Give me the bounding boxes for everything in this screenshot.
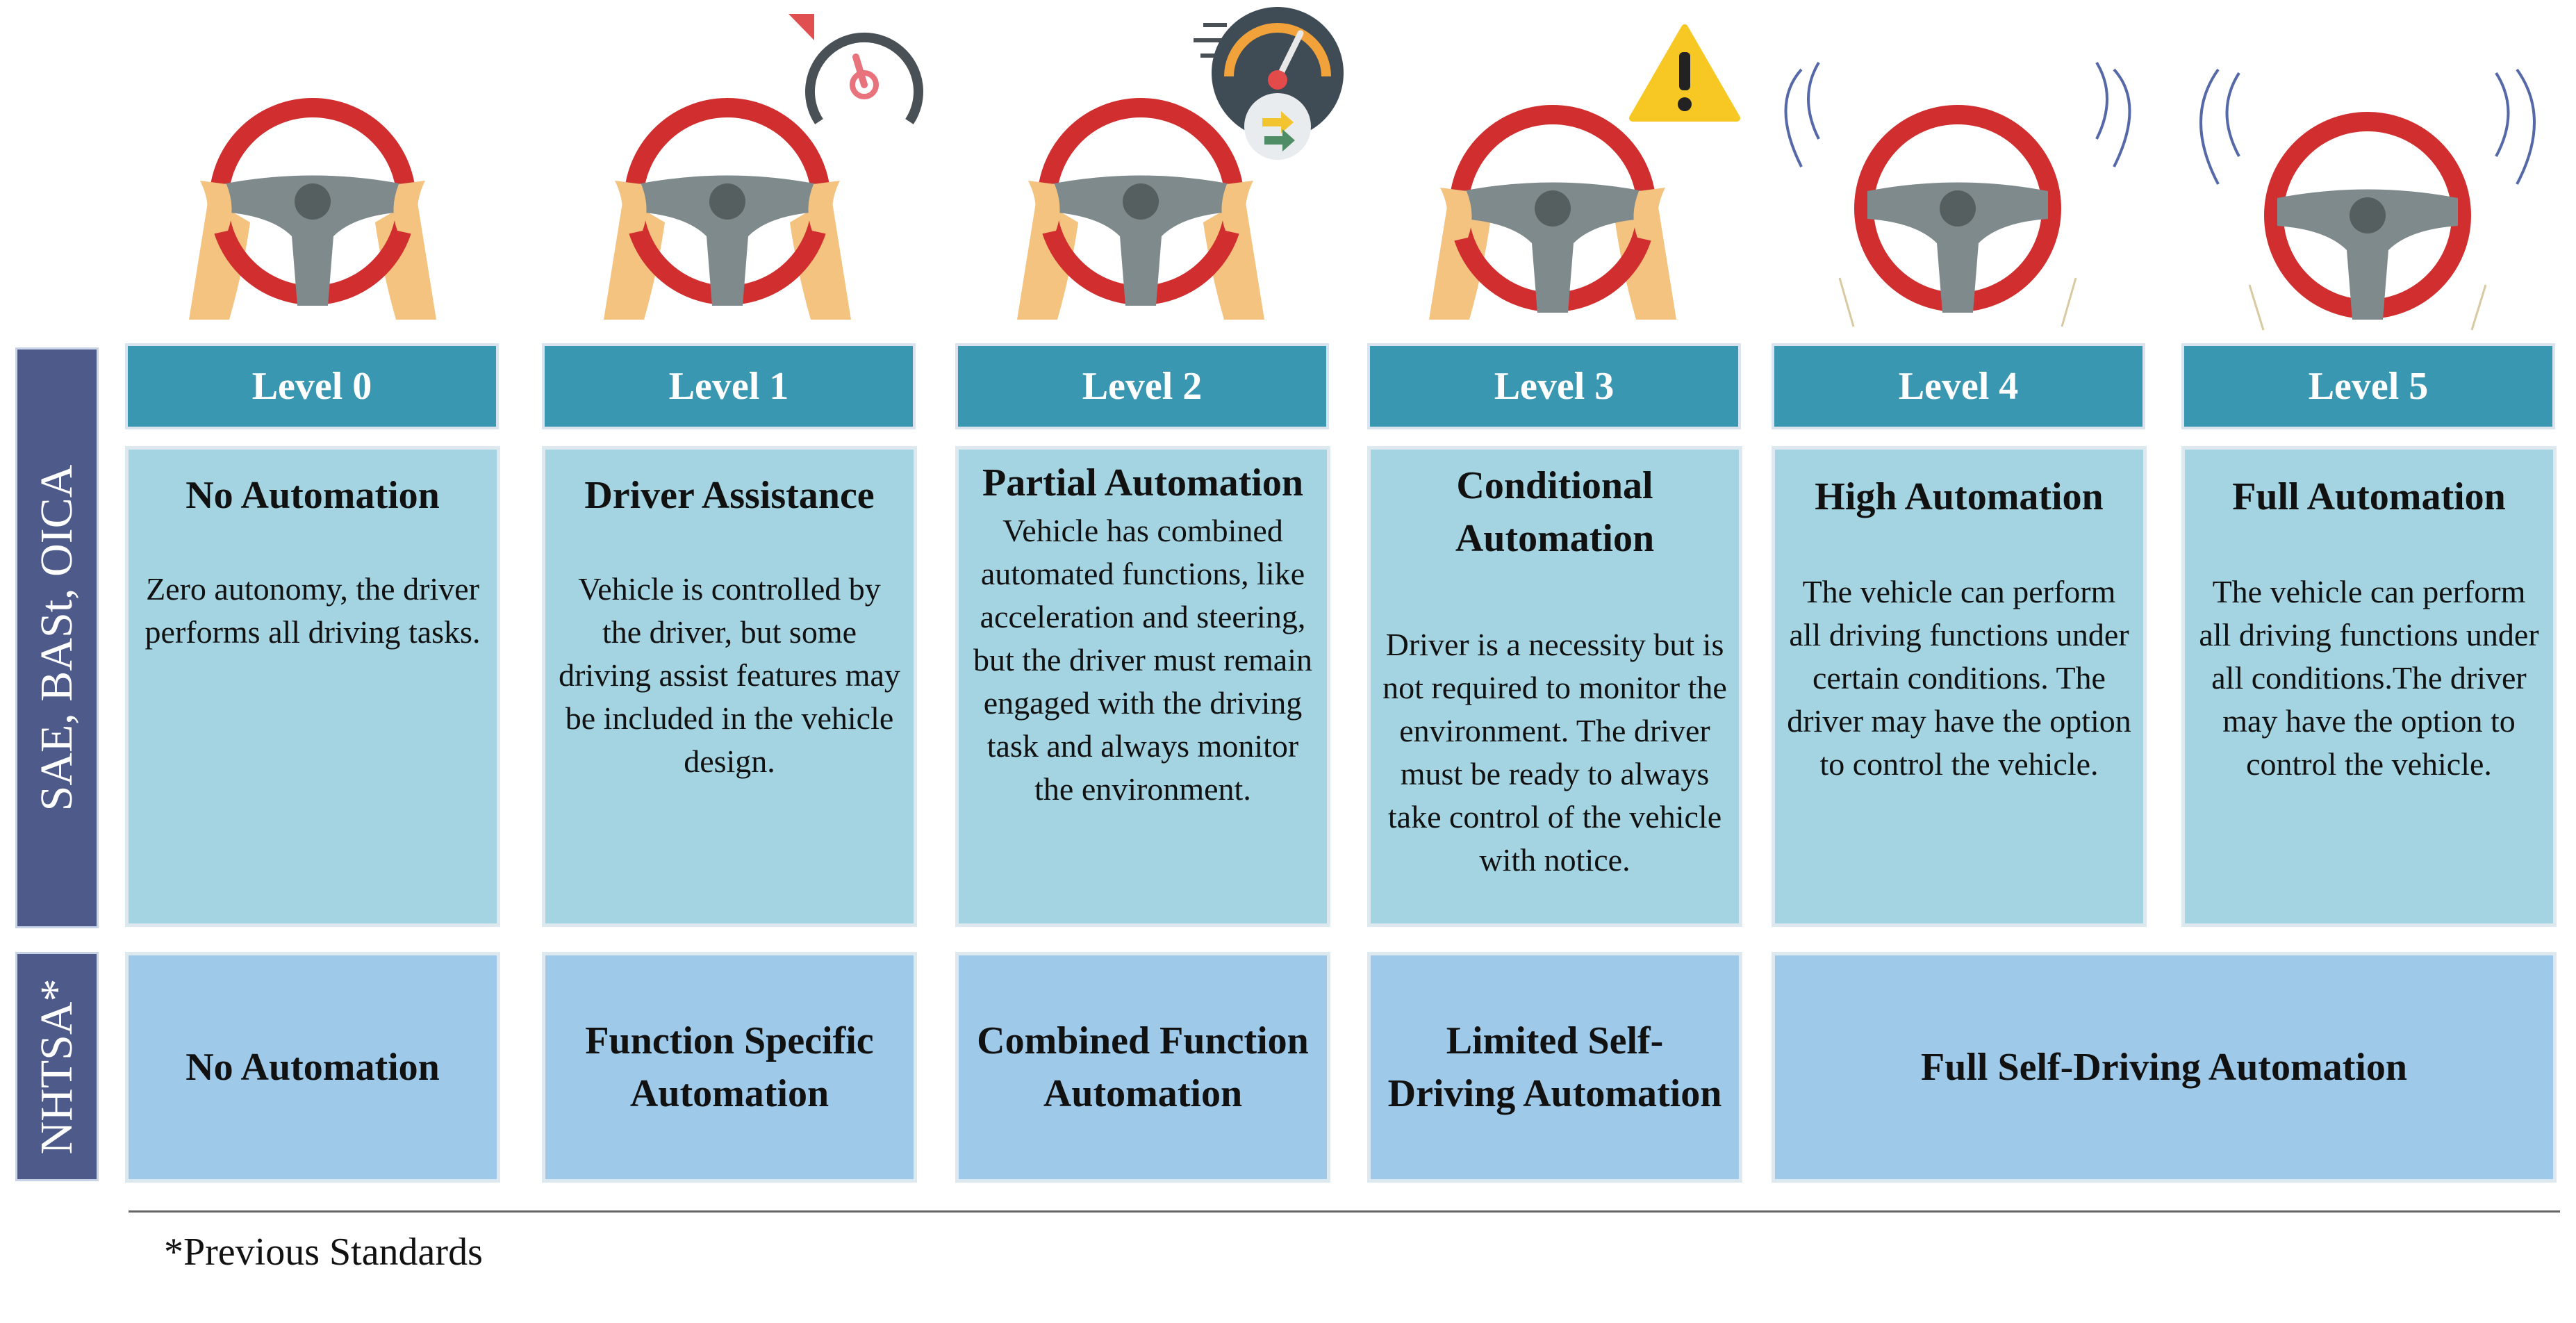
steering-wheel-hands-gauge-icon (953, 0, 1344, 340)
level-2-header: Level 2 (955, 343, 1329, 429)
level-5-title: Full Automation (2232, 475, 2506, 518)
level-4-header: Level 4 (1772, 343, 2145, 429)
nhtsa-combined-function-automation: Combined Function Automation (955, 952, 1330, 1183)
level-4-card: High Automation The vehicle can perform … (1772, 446, 2147, 927)
level-5-description: The vehicle can perform all driving func… (2199, 574, 2539, 782)
nhtsa-function-specific-automation: Function Specific Automation (542, 952, 917, 1183)
level-0-card: No Automation Zero autonomy, the driver … (125, 446, 500, 927)
level-3-header: Level 3 (1367, 343, 1741, 429)
level-5-card: Full Automation The vehicle can perform … (2181, 446, 2557, 927)
level-1-header: Level 1 (542, 343, 916, 429)
nhtsa-full-self-driving-automation: Full Self-Driving Automation (1772, 952, 2557, 1183)
footer-divider (129, 1210, 2560, 1213)
side-label-nhtsa: NHTSA* (15, 952, 99, 1181)
steering-wheel-no-hands-icon (2180, 0, 2555, 340)
level-0-description: Zero autonomy, the driver performs all d… (145, 571, 481, 650)
nhtsa-limited-self-driving-automation: Limited Self-Driving Automation (1367, 952, 1742, 1183)
level-1-card: Driver Assistance Vehicle is controlled … (542, 446, 917, 927)
level-1-description: Vehicle is controlled by the driver, but… (559, 571, 900, 779)
steering-wheel-hands-icon (125, 0, 500, 340)
side-label-sae-text: SAE, BASt, OICA (31, 464, 82, 812)
level-0-title: No Automation (185, 474, 440, 517)
steering-wheel-hands-speedometer-icon (540, 0, 923, 340)
level-1-title: Driver Assistance (584, 474, 875, 517)
level-3-description: Driver is a necessity but is not require… (1382, 627, 1727, 878)
footnote: *Previous Standards (164, 1231, 483, 1274)
level-0-header: Level 0 (125, 343, 499, 429)
level-3-card: Conditional Automation Driver is a neces… (1367, 446, 1742, 927)
level-2-title: Partial Automation (982, 461, 1303, 504)
level-5-header: Level 5 (2181, 343, 2555, 429)
level-4-title: High Automation (1815, 475, 2104, 518)
level-4-description: The vehicle can perform all driving func… (1787, 574, 2131, 782)
steering-wheel-hands-warning-icon (1365, 0, 1740, 340)
steering-wheel-no-hands-icon (1770, 0, 2145, 340)
level-2-description: Vehicle has combined automated functions… (973, 513, 1312, 807)
nhtsa-no-automation: No Automation (125, 952, 500, 1183)
level-2-card: Partial Automation Vehicle has combined … (955, 446, 1330, 927)
side-label-sae-bast-oica: SAE, BASt, OICA (15, 347, 99, 928)
side-label-nhtsa-text: NHTSA* (31, 978, 82, 1155)
level-3-title: Conditional Automation (1455, 464, 1655, 560)
